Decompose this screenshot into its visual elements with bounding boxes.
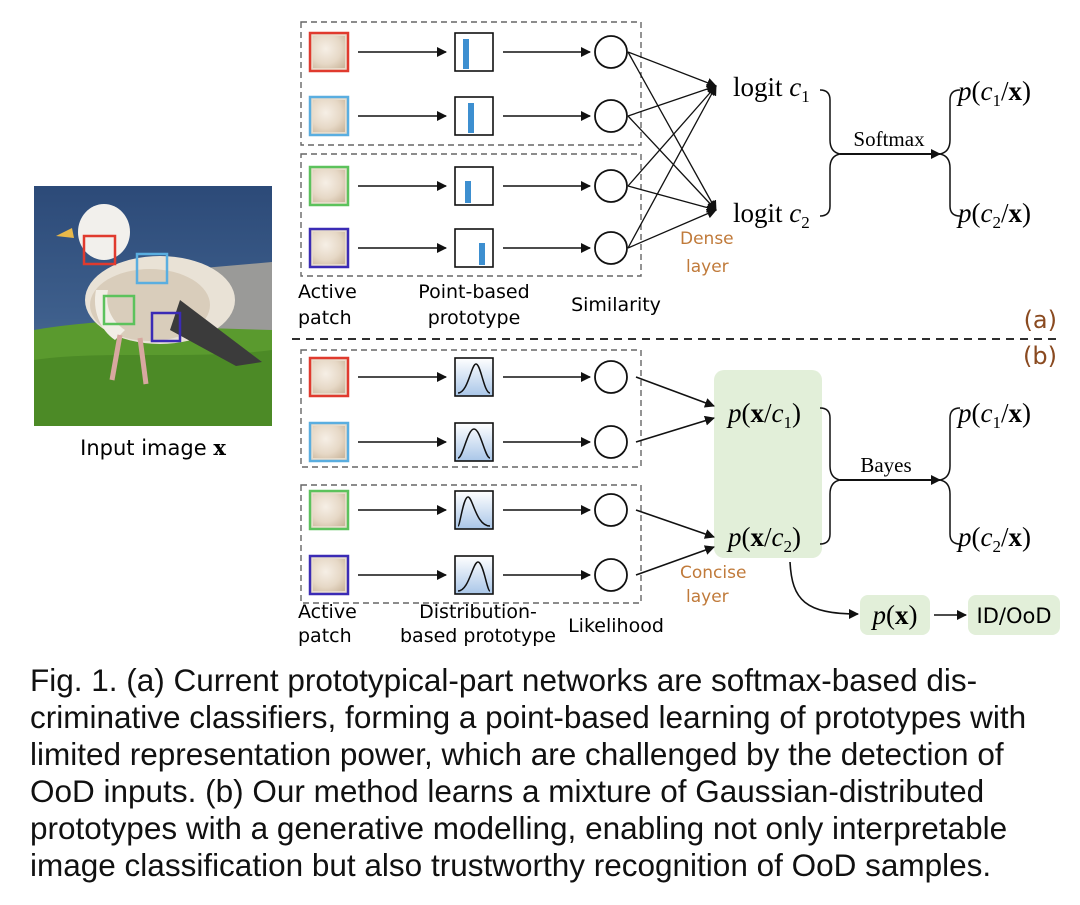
evidence-label: p(x) (871, 600, 918, 630)
softmax-label: Softmax (853, 127, 925, 151)
concise-layer-label-1: Concise (680, 563, 746, 583)
gaussian-curve (457, 496, 491, 527)
gaussian-curve (457, 561, 491, 592)
similarity-node (594, 231, 628, 265)
prototype-bar (463, 39, 469, 69)
input-image-label: Input image x (80, 435, 226, 460)
group-box-a2 (300, 153, 642, 277)
dense-connection (627, 208, 717, 249)
row-b-4 (308, 554, 628, 596)
col-proto-b-1: Distribution- (419, 601, 537, 623)
similarity-node (594, 99, 628, 133)
bayes-label: Bayes (860, 453, 911, 477)
caption-line: image classification but also trustworth… (30, 847, 992, 883)
dense-connection (627, 115, 717, 211)
figure-caption: Fig. 1. (a) Current prototypical-part ne… (30, 662, 1050, 884)
col-active-a-2: patch (298, 307, 352, 329)
row-a-1 (308, 31, 628, 73)
prototype-box (454, 490, 494, 530)
col-proto-a-2: prototype (428, 307, 521, 329)
caption-line: criminative classifiers, forming a point… (30, 699, 1027, 735)
gaussian-curve (457, 363, 491, 394)
prototype-box (454, 555, 494, 595)
patch-box-green (102, 294, 136, 326)
row-a-3 (308, 165, 628, 207)
evidence-box (860, 595, 930, 635)
tag-a: (a) (1024, 306, 1057, 334)
result-box (968, 595, 1060, 635)
dense-connection (627, 84, 717, 117)
likelihood-highlight (714, 370, 822, 558)
prototype-box (454, 32, 494, 72)
gaussian-curve (457, 428, 491, 459)
likelihood-node (594, 360, 628, 394)
part-b (300, 349, 642, 604)
tag-b: (b) (1023, 342, 1057, 370)
dense-connection (627, 51, 717, 88)
col-proto-a-1: Point-based (418, 281, 529, 303)
diagram-canvas: Input image x Dense layer logit c1 logit… (34, 21, 1060, 647)
arrow-b2-c1 (635, 415, 715, 443)
dense-layer-label-2: layer (686, 257, 729, 277)
col-similarity: Similarity (571, 294, 661, 316)
figure: Input image x Dense layer logit c1 logit… (34, 21, 1060, 647)
arrow-b3-c2 (635, 509, 715, 539)
group-box-a1 (300, 21, 642, 146)
likelihood-c1: p(x/c1) (726, 398, 801, 432)
likelihood-node (594, 493, 628, 527)
brace-outputs-b (939, 407, 961, 545)
patch-box-purple (150, 311, 182, 343)
result-label: ID/OoD (977, 604, 1052, 628)
prototype-box (454, 166, 494, 206)
dense-connection (627, 85, 717, 249)
concise-layer-label-2: layer (686, 587, 729, 607)
similarity-node (594, 35, 628, 69)
patch-box-red (82, 234, 117, 266)
row-a-2 (308, 95, 628, 137)
similarity-node (594, 169, 628, 203)
arrow-b1-c1 (635, 376, 715, 408)
arrow-b4-c2 (635, 545, 715, 576)
dense-connection (627, 51, 717, 211)
group-box-b2 (300, 484, 642, 604)
dense-connection (627, 185, 717, 213)
group-box-b1 (300, 349, 642, 468)
likelihood-node (594, 425, 628, 459)
brace-logits (819, 89, 841, 217)
dense-connection (627, 85, 717, 187)
row-a-4 (308, 227, 628, 269)
col-active-b-2: patch (298, 625, 352, 647)
col-active-b-1: Active (298, 601, 357, 623)
logit-c2: logit c2 (733, 198, 810, 232)
caption-line: prototypes with a generative modelling, … (30, 810, 1008, 846)
caption-line: Fig. 1. (a) Current prototypical-part ne… (30, 662, 978, 698)
patch-box-lightblue (135, 252, 169, 285)
prototype-bar (468, 103, 474, 133)
part-a (300, 21, 717, 277)
likelihood-node (594, 558, 628, 592)
col-active-a-1: Active (298, 281, 357, 303)
logit-c1: logit c1 (733, 72, 810, 106)
col-proto-b-2: based prototype (400, 625, 556, 647)
row-b-3 (308, 489, 628, 531)
dense-layer-label-1: Dense (680, 229, 734, 249)
output-a-c1: p(c1/x) (956, 76, 1031, 110)
row-b-2 (308, 421, 628, 463)
output-b-c1: p(c1/x) (956, 398, 1031, 432)
col-likelihood: Likelihood (568, 615, 664, 637)
prototype-bar (479, 243, 485, 265)
evidence-arrow (789, 561, 859, 619)
input-image (34, 186, 272, 426)
prototype-bar (465, 181, 471, 203)
prototype-box (454, 228, 494, 268)
brace-outputs-a (939, 89, 961, 217)
row-b-1 (308, 356, 628, 398)
caption-line: OoD inputs. (b) Our method learns a mixt… (30, 773, 985, 809)
output-b-c2: p(c2/x) (956, 522, 1031, 556)
output-a-c2: p(c2/x) (956, 198, 1031, 232)
brace-likelihoods (819, 407, 841, 545)
caption-line: limited representation power, which are … (30, 736, 1004, 772)
